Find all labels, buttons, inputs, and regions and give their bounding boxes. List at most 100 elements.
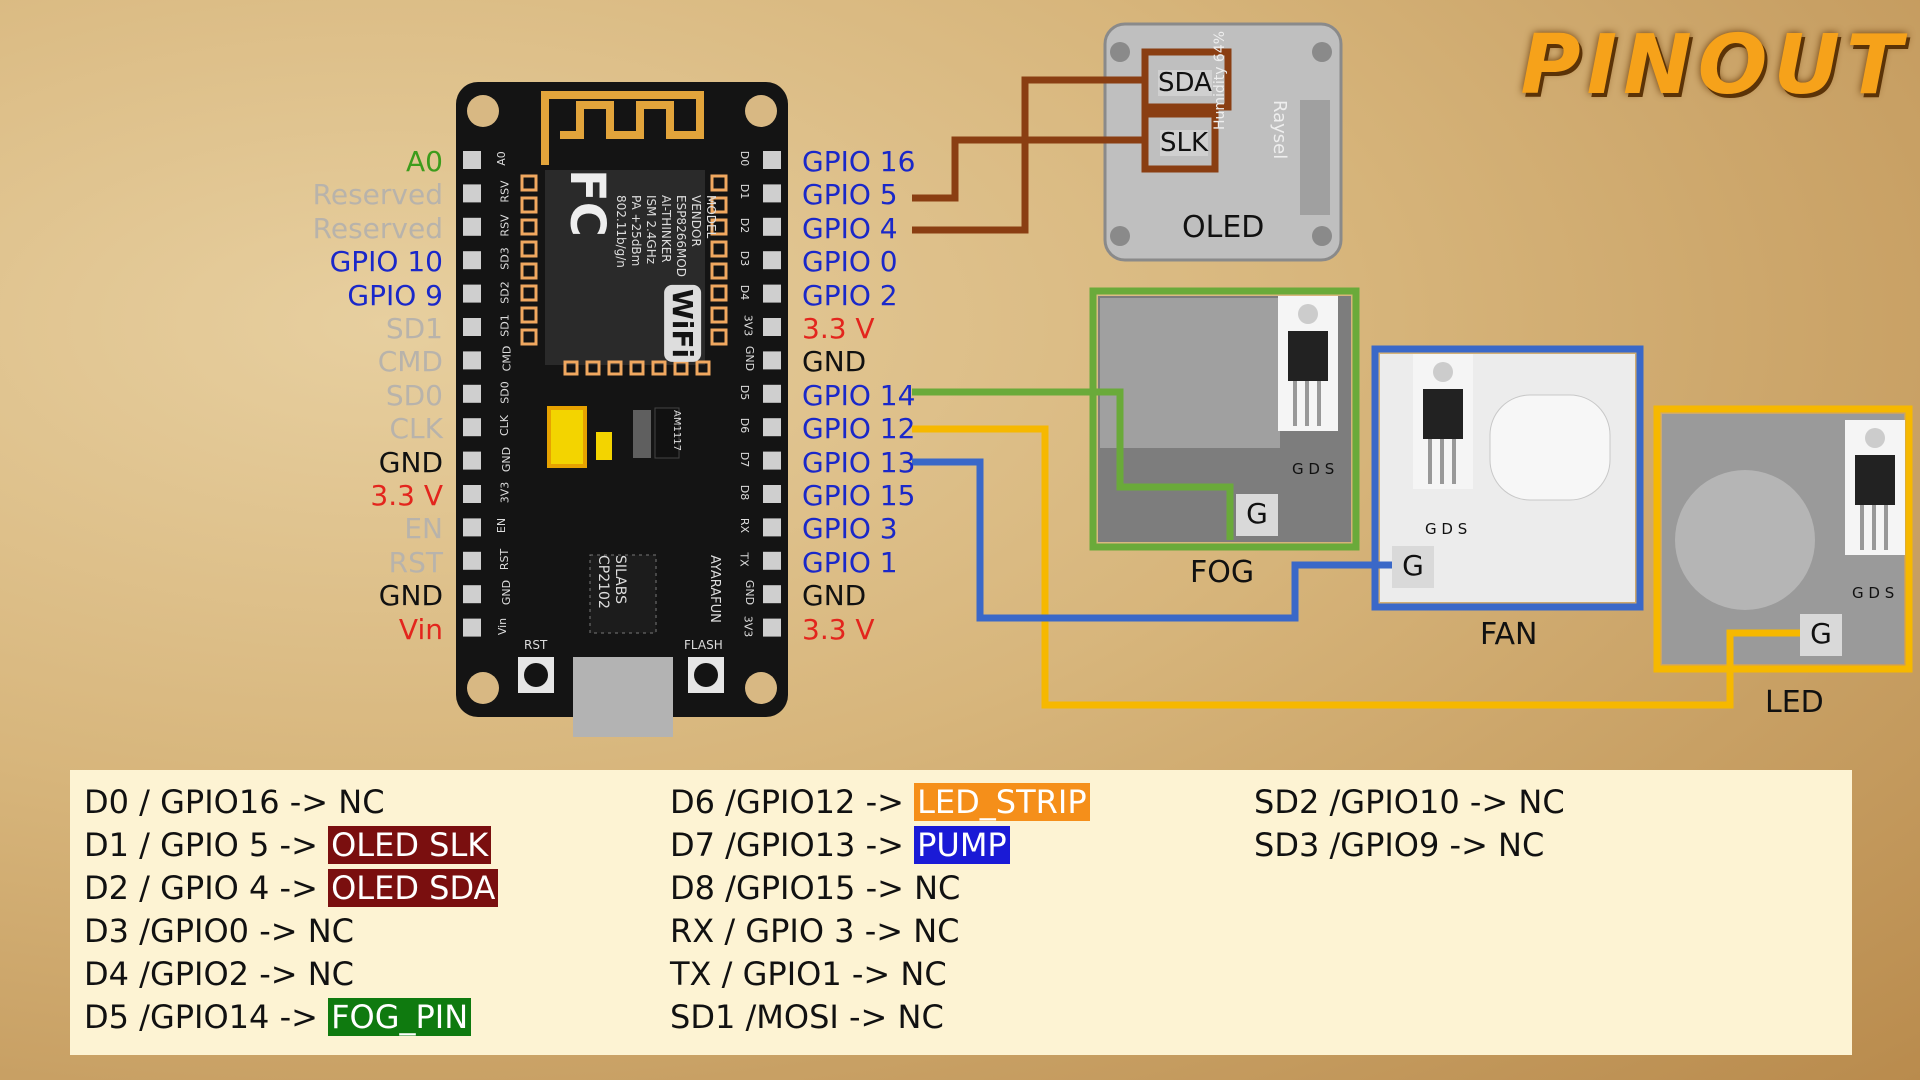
silk-left-label: GND: [500, 580, 514, 606]
left-pin-label: CMD: [377, 345, 443, 379]
legend-row: SD3 /GPIO9 -> NC: [1254, 829, 1544, 861]
left-pin-label: GPIO 10: [329, 245, 443, 279]
module-pad: [673, 360, 689, 376]
module-text-line: MODEL: [704, 195, 718, 239]
right-pin-label: GPIO 5: [802, 178, 898, 212]
header-pin: [763, 485, 781, 503]
left-pin-label: RST: [388, 545, 443, 579]
legend-row-text: RX / GPIO 3 -> NC: [670, 912, 960, 950]
module-pads: [520, 174, 728, 376]
silk-left-label: GND: [500, 446, 514, 472]
header-pin: [763, 217, 781, 236]
legend-row-text: SD1 /MOSI -> NC: [670, 998, 944, 1036]
legend-row-text: D0 / GPIO16 -> NC: [84, 783, 385, 821]
header-pin: [763, 151, 781, 169]
header-pin: [763, 384, 781, 403]
left-pin-label: 3.3 V: [370, 479, 443, 512]
mosfet-leg: [1293, 381, 1297, 426]
header-pin: [463, 485, 481, 503]
header-pin: [463, 618, 481, 637]
module-pad: [520, 328, 538, 346]
oled-side-text: Humidity 64%: [1212, 30, 1228, 130]
fog-gate-label: G: [1236, 494, 1278, 536]
module-text-line: VENDOR: [689, 195, 703, 247]
silk-right-label: GND: [743, 580, 757, 606]
fan-gds: G D S: [1425, 520, 1468, 538]
legend-row-tag: OLED SLK: [328, 826, 492, 864]
mosfet-body: [1855, 455, 1895, 505]
silk-left-label: EN: [495, 518, 509, 534]
mount-hole: [745, 95, 777, 127]
silk-right-label: 3V3: [741, 615, 755, 637]
legend-row-text: SD3 /GPIO9 -> NC: [1254, 826, 1545, 864]
module-pad: [710, 262, 728, 280]
header-pin: [763, 518, 781, 537]
legend-row: D8 /GPIO15 -> NC: [670, 872, 960, 904]
module-pad: [520, 262, 538, 280]
legend-row: D0 / GPIO16 -> NC: [84, 786, 385, 818]
led-frame: [1653, 405, 1913, 673]
header-pin: [763, 551, 781, 570]
header-pin: [763, 451, 781, 470]
mosfet-tab-hole: [1433, 362, 1453, 382]
module-pad: [695, 360, 711, 376]
legend-row-text: TX / GPIO1 -> NC: [670, 955, 947, 993]
module-pad: [520, 284, 538, 302]
regulator: [654, 407, 680, 459]
header-pin: [463, 384, 481, 403]
silk-left-label: CMD: [500, 346, 514, 372]
module-text-line: PA +25dBm: [629, 195, 643, 267]
antenna-trace: [541, 91, 704, 165]
header-pin: [463, 351, 481, 370]
mosfet-body: [1288, 331, 1328, 381]
mosfet-leg: [1884, 505, 1888, 550]
wire-paths: [912, 48, 1913, 709]
left-pin-label: A0: [406, 145, 443, 178]
legend-row: D1 / GPIO 5 -> OLED SLK: [84, 826, 492, 864]
page-title: PINOUT: [1520, 18, 1908, 113]
mosfet-tab-hole: [1298, 304, 1318, 324]
silk-right-label: D8: [738, 484, 752, 501]
capacitor: [547, 406, 587, 468]
wire-gpio13-fan: [912, 458, 1392, 622]
module-text-line: ESP8266MOD: [674, 195, 688, 278]
mount-hole: [745, 672, 777, 704]
usb-port: [573, 657, 673, 737]
legend-row-text: D3 /GPIO0 -> NC: [84, 912, 355, 950]
header-pin: [763, 184, 781, 203]
module-text-line: AI-THINKER: [659, 195, 673, 263]
silk-right-label: TX: [737, 552, 751, 567]
silk-right-label: D0: [738, 150, 752, 167]
rst-label: RST: [524, 638, 548, 652]
module-pad: [520, 196, 538, 214]
right-pin-label: 3.3 V: [802, 312, 875, 345]
left-pin-label: GND: [378, 445, 443, 479]
right-pin-label: GPIO 15: [802, 479, 916, 512]
mosfet-leg: [1440, 439, 1444, 484]
header-pin: [463, 551, 481, 570]
module-pad: [607, 360, 623, 376]
silk-right-label: D2: [738, 217, 752, 234]
module-pad: [710, 218, 728, 236]
module-pad: [520, 240, 538, 258]
module-pad: [710, 328, 728, 346]
mosfet-leg: [1860, 505, 1864, 550]
module-pad: [651, 360, 667, 376]
right-pin-label: GPIO 3: [802, 512, 898, 546]
right-pin-label: GND: [802, 579, 867, 613]
wire-gpio4-sda: [912, 76, 1145, 234]
silk-left-label: Vin: [496, 617, 510, 635]
silk-left-label: SD3: [498, 247, 512, 270]
fog-frame: [1089, 287, 1360, 551]
mosfet-leg: [1428, 439, 1432, 484]
usb-chip: [589, 554, 657, 634]
legend-row: D4 /GPIO2 -> NC: [84, 958, 354, 990]
legend-row: D2 / GPIO 4 -> OLED SDA: [84, 869, 499, 907]
legend-row-text: D2 / GPIO 4 ->: [84, 869, 329, 907]
mount-hole: [467, 672, 499, 704]
header-pin: [463, 451, 481, 470]
legend-row-text: D7 /GPIO13 ->: [670, 826, 915, 864]
legend-row: TX / GPIO1 -> NC: [670, 958, 947, 990]
mosfet-body: [1423, 389, 1463, 439]
